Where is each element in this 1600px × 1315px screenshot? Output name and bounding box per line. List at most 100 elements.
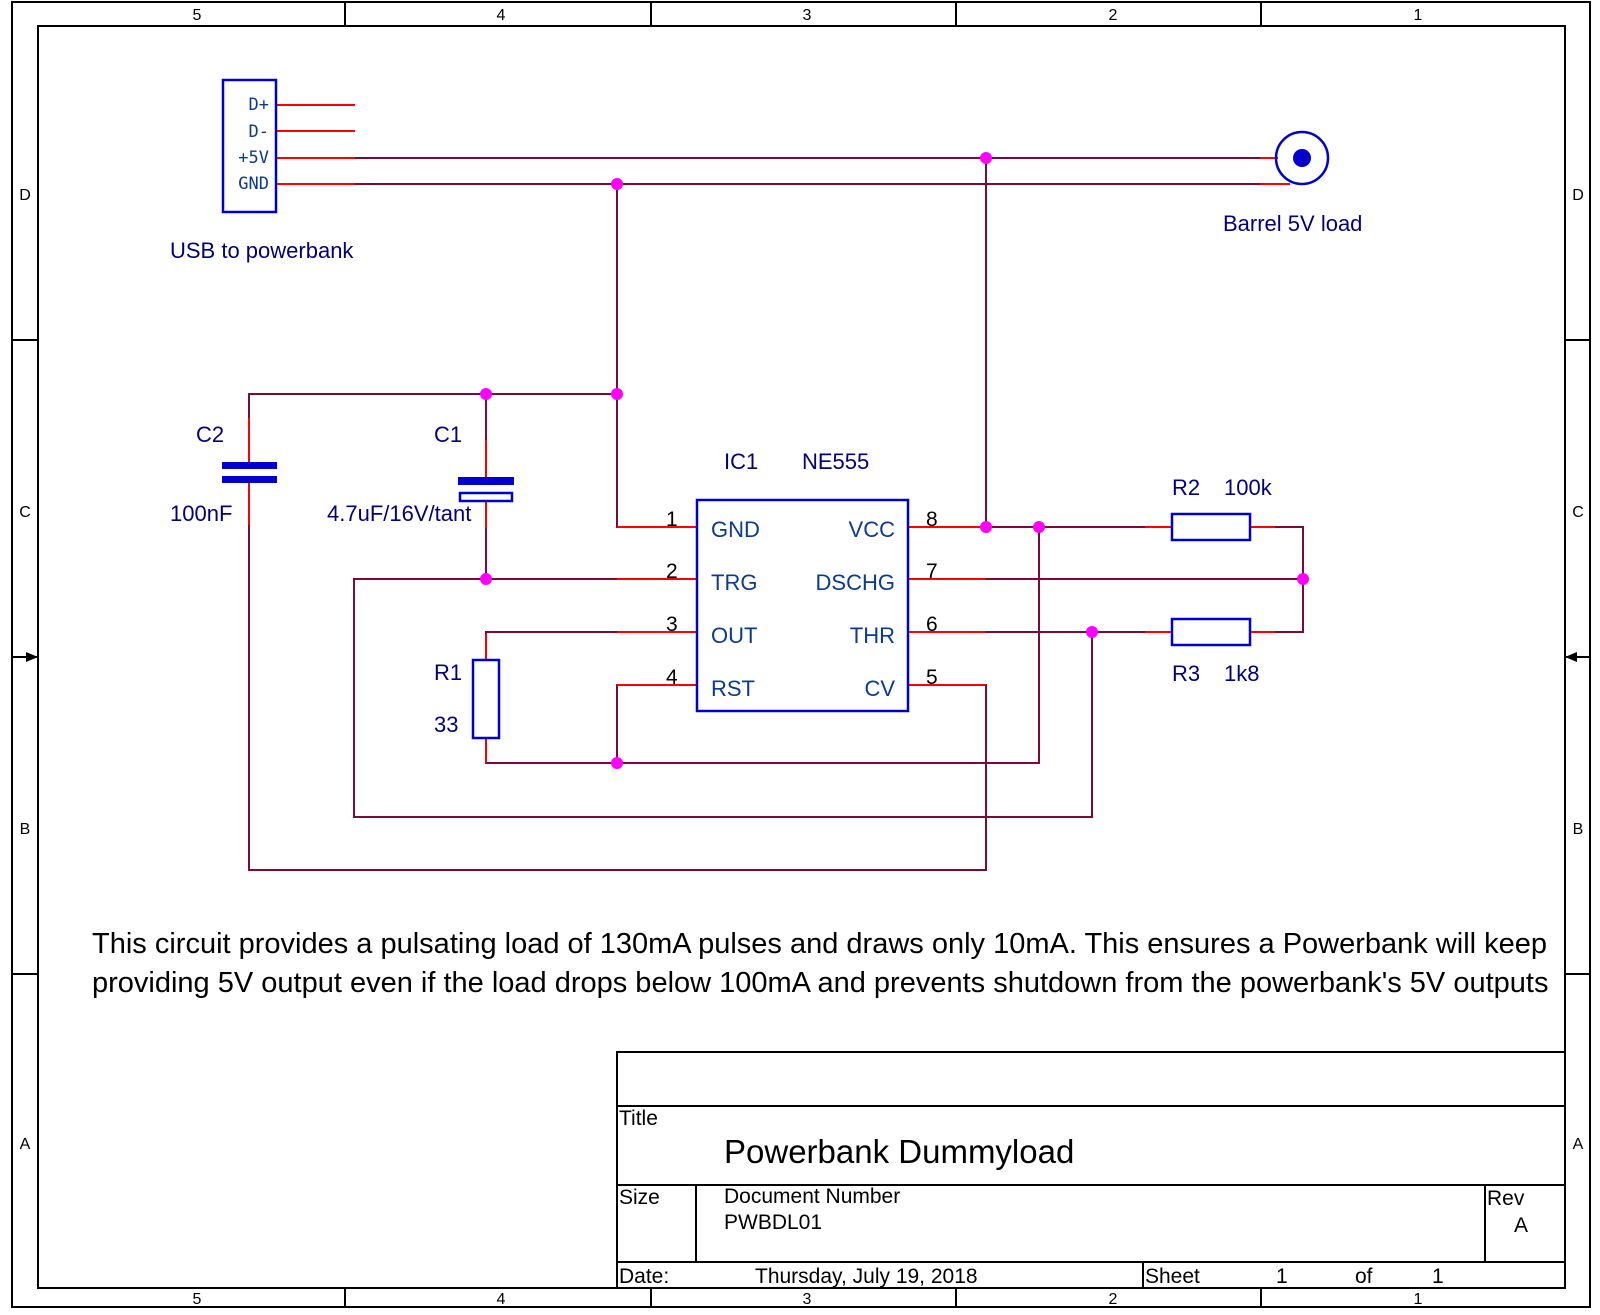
sheet-total: 1 (1432, 1265, 1444, 1288)
junction-dot (1086, 626, 1098, 638)
ic1-pin-name: RST (711, 676, 755, 701)
wire-rst (616, 684, 637, 763)
row-label-right: C (1572, 504, 1584, 521)
row-dividers (12, 339, 1590, 975)
row-label-left: A (20, 1136, 31, 1153)
ic1-pin-number: 7 (926, 560, 938, 583)
ic1-pin-number: 3 (666, 613, 678, 636)
junction-dot (480, 388, 492, 400)
ic1-pin-name: TRG (711, 570, 757, 595)
row-label-left: D (19, 187, 31, 204)
wire-r1-to-vcc (485, 527, 1040, 764)
c2-value: 100nF (170, 501, 232, 526)
wire-out-to-r1 (485, 631, 617, 658)
r3-value: 1k8 (1224, 661, 1259, 686)
junction-dot (980, 521, 992, 533)
barrel-jack-pin (1293, 149, 1311, 167)
wire-trg-thr-loop (353, 578, 1093, 818)
junction-dot (480, 573, 492, 585)
note-line-2: providing 5V output even if the load dro… (92, 967, 1548, 999)
usb-pin-dplus: D+ (249, 95, 269, 115)
size-label: Size (619, 1186, 660, 1209)
document-title: Powerbank Dummyload (724, 1133, 1074, 1170)
barrel-jack: Barrel 5V load (1223, 130, 1362, 236)
document-number: PWBDL01 (724, 1211, 822, 1234)
r3-body (1170, 617, 1252, 647)
wire-caps-to-gnd (248, 393, 617, 432)
capacitor-c1: C1 4.7uF/16V/tant (327, 422, 514, 526)
junctions (480, 152, 1309, 769)
row-label-right: A (1573, 1136, 1584, 1153)
date-value: Thursday, July 19, 2018 (755, 1265, 978, 1288)
ic1-pin-name: THR (850, 623, 895, 648)
c1-value: 4.7uF/16V/tant (327, 501, 471, 526)
ic1-pin-name: DSCHG (816, 570, 895, 595)
ic1-pin-number: 2 (666, 560, 678, 583)
ic1-pin-name: GND (711, 517, 760, 542)
zone-labels: 5 4 3 2 1 5 4 3 2 1 D C B A D C B A (19, 7, 1584, 1308)
circuit-note: This circuit provides a pulsating load o… (92, 928, 1548, 999)
col-label-bottom: 5 (193, 1291, 202, 1308)
row-label-right: B (1573, 821, 1584, 838)
col-label-bottom: 4 (497, 1291, 506, 1308)
ic1-pin-number: 6 (926, 613, 938, 636)
ic1-ref: IC1 (724, 449, 758, 474)
junction-dot (611, 178, 623, 190)
row-label-left: B (20, 821, 31, 838)
ic1-body (695, 498, 910, 713)
junction-dot (980, 152, 992, 164)
title-block: Title Powerbank Dummyload Size Document … (616, 1051, 1566, 1289)
docnum-label: Document Number (724, 1185, 900, 1208)
c2-ref: C2 (196, 422, 224, 447)
usb-pin-dminus: D- (249, 122, 269, 142)
col-label-bottom: 3 (803, 1291, 812, 1308)
resistor-r1: R1 33 (434, 658, 501, 740)
junction-dot (611, 757, 623, 769)
sheet-label: Sheet (1145, 1265, 1200, 1288)
c1-ref: C1 (434, 422, 462, 447)
usb-connector-body (221, 78, 278, 214)
col-label-bottom: 1 (1414, 1291, 1423, 1308)
r2-body (1170, 512, 1252, 542)
row-label-left: C (19, 504, 31, 521)
usb-connector: D+ D- +5V GND USB to powerbank (170, 78, 354, 263)
column-dividers (344, 2, 1262, 1307)
usb-label: USB to powerbank (170, 238, 354, 263)
junction-dot (1033, 521, 1045, 533)
usb-pin-5v: +5V (238, 148, 269, 168)
ic1-ne555: IC1 NE555 GND TRG OUT RST VCC DSCHG THR … (666, 449, 938, 713)
pin-stubs (248, 104, 1290, 763)
r1-ref: R1 (434, 660, 462, 685)
ic1-pin-number: 5 (926, 666, 938, 689)
row-label-right: D (1572, 187, 1584, 204)
sheet-number: 1 (1276, 1265, 1288, 1288)
ic1-pin-number: 4 (666, 666, 678, 689)
of-label: of (1355, 1265, 1373, 1288)
col-label-top: 2 (1109, 7, 1118, 24)
c2-plate-top (222, 462, 277, 469)
col-label-top: 4 (497, 7, 506, 24)
capacitor-c2: C2 100nF (170, 422, 277, 526)
title-block-frame (616, 1051, 1566, 1289)
col-label-bottom: 2 (1109, 1291, 1118, 1308)
rev-label: Rev (1487, 1187, 1525, 1210)
ic1-pin-number: 8 (926, 508, 938, 531)
c1-plate-bottom (458, 491, 514, 503)
junction-dot (611, 388, 623, 400)
note-line-1: This circuit provides a pulsating load o… (92, 928, 1547, 960)
ic1-pin-name: VCC (849, 517, 896, 542)
r2-value: 100k (1224, 475, 1273, 500)
revision: A (1514, 1214, 1528, 1237)
usb-pin-gnd: GND (238, 174, 269, 194)
barrel-jack-ring (1274, 130, 1330, 186)
col-label-top: 3 (803, 7, 812, 24)
col-label-top: 1 (1414, 7, 1423, 24)
r2-ref: R2 (1172, 475, 1200, 500)
c2-plate-bottom (222, 476, 277, 483)
wire-gnd-to-pin1 (616, 184, 637, 528)
resistor-r2: R2 100k (1170, 475, 1273, 542)
resistor-r3: R3 1k8 (1170, 617, 1259, 686)
col-label-top: 5 (193, 7, 202, 24)
barrel-label: Barrel 5V load (1223, 211, 1362, 236)
